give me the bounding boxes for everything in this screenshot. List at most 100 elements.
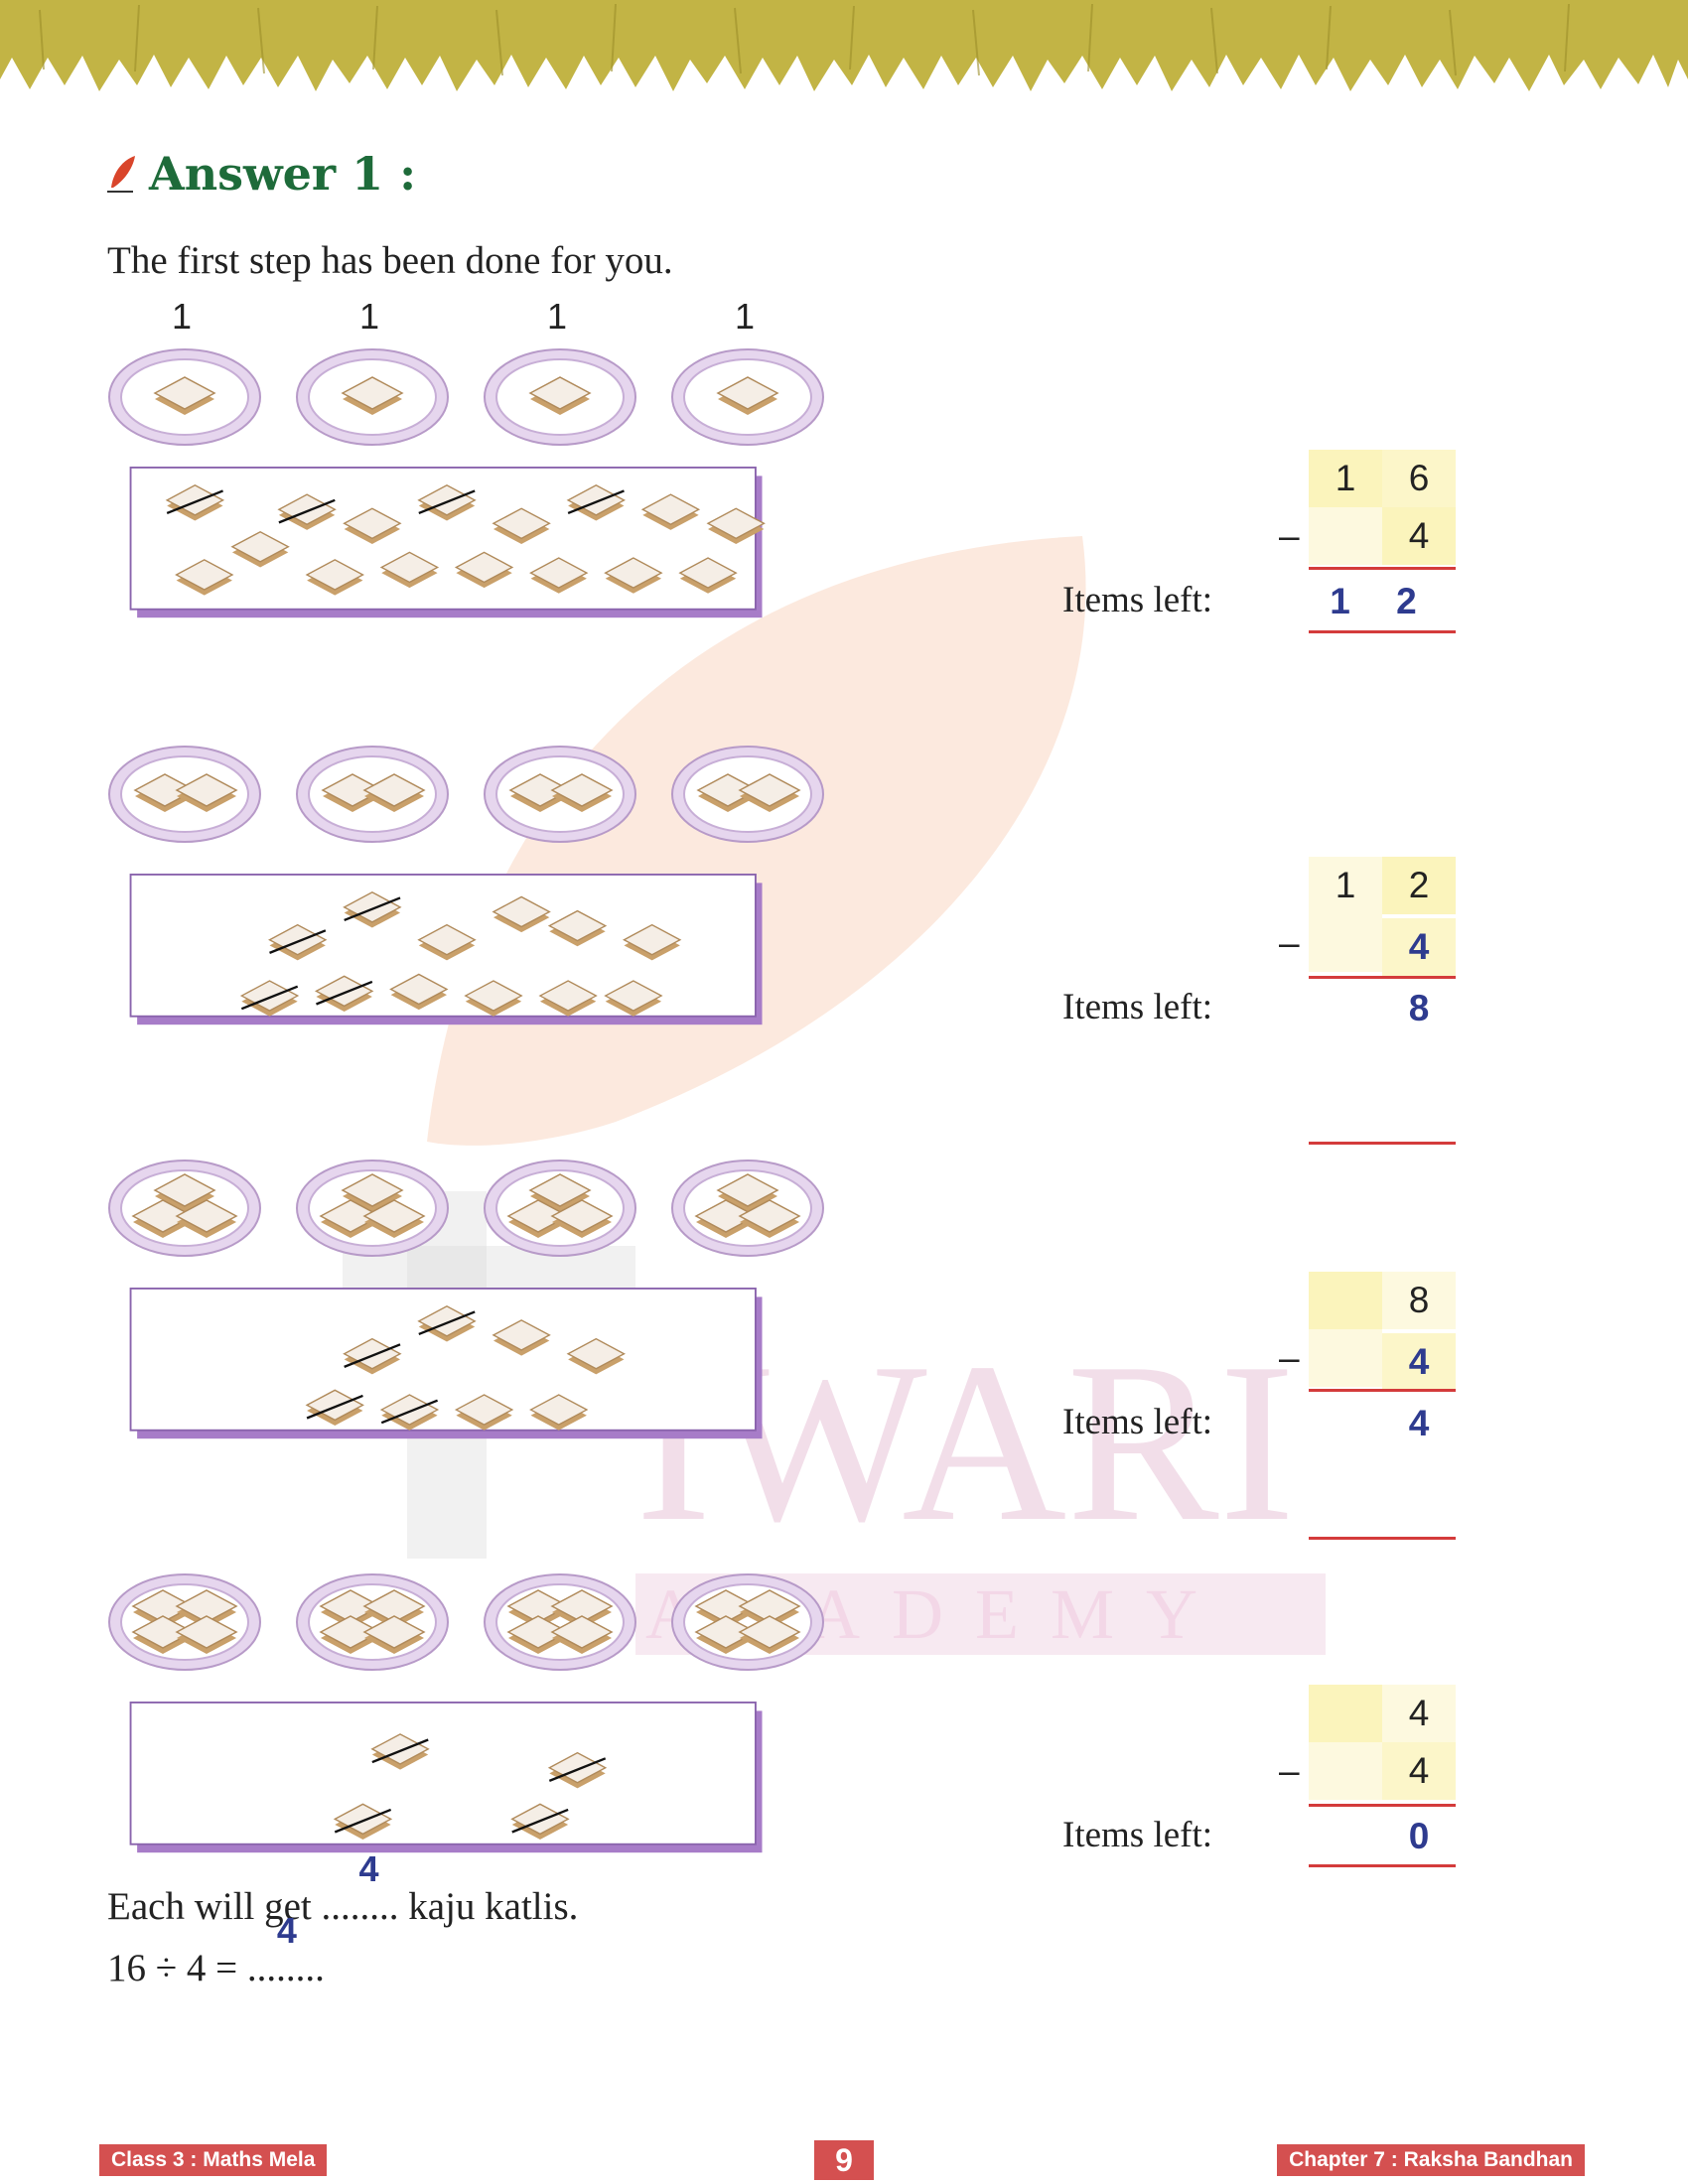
answer-blank: ........4 xyxy=(321,1848,399,1929)
kaju-katli-icon xyxy=(175,773,238,812)
katli-box xyxy=(129,467,766,618)
answer-value: 4 xyxy=(358,1848,379,1889)
kaju-katli-icon xyxy=(343,890,402,928)
digit-empty xyxy=(1309,914,1382,972)
intro-text: The first step has been done for you. xyxy=(107,239,673,282)
kaju-katli-icon xyxy=(333,1803,393,1841)
digit-tens xyxy=(1309,1272,1382,1329)
subtrahend: 4 xyxy=(1382,918,1456,976)
kaju-katli-icon xyxy=(622,923,682,961)
kaju-katli-icon xyxy=(389,973,449,1011)
plate-number: 1 xyxy=(358,296,380,337)
kaju-katli-icon xyxy=(131,1589,195,1628)
blank-dots: ........ xyxy=(321,1885,399,1928)
digit-ones: 8 xyxy=(1382,1272,1456,1329)
divider-line xyxy=(1309,630,1456,633)
kaju-katli-icon xyxy=(510,1803,570,1841)
minus-sign: – xyxy=(1279,1337,1300,1378)
kaju-katli-icon xyxy=(319,1199,382,1238)
subtrahend: 4 xyxy=(1382,1742,1456,1800)
kaju-katli-icon xyxy=(230,530,290,568)
kaju-katli-icon xyxy=(506,1589,570,1628)
digit-empty xyxy=(1309,1329,1382,1387)
digit-ones: 4 xyxy=(1382,1685,1456,1742)
digit-tens: 1 xyxy=(1309,857,1382,914)
kaju-katli-icon xyxy=(538,980,598,1017)
digit-empty xyxy=(1309,507,1382,565)
kaju-katli-icon xyxy=(305,1389,364,1427)
subtrahend: 4 xyxy=(1382,507,1456,565)
digit-tens xyxy=(1309,1685,1382,1742)
kaju-katli-icon xyxy=(305,559,364,596)
divider-line xyxy=(1309,567,1456,570)
kaju-katli-icon xyxy=(694,1589,758,1628)
footer-chapter-label: Chapter 7 : Raksha Bandhan xyxy=(1277,2144,1585,2176)
answer-blank: ........4 xyxy=(246,1910,325,1990)
kaju-katli-icon xyxy=(362,1589,426,1628)
kaju-katli-icon xyxy=(362,773,426,812)
plate-number: 1 xyxy=(171,296,193,337)
items-left-value: 8 xyxy=(1408,988,1430,1028)
conclusion-text: Each will get xyxy=(107,1885,322,1928)
kaju-katli-icon xyxy=(314,975,374,1013)
grass-banner xyxy=(0,0,1688,91)
plates-row xyxy=(108,348,824,446)
plate-number: 1 xyxy=(546,296,568,337)
digit-ones: 2 xyxy=(1382,857,1456,914)
kaju-katli-icon xyxy=(604,980,663,1017)
footer-class-label: Class 3 : Maths Mela xyxy=(99,2144,328,2176)
kaju-katli-icon xyxy=(529,557,589,594)
items-left-label: Items left: xyxy=(1062,987,1213,1027)
kaju-katli-icon xyxy=(694,1615,758,1654)
items-left-label: Items left: xyxy=(1062,1402,1213,1442)
divider-line xyxy=(1309,1142,1456,1145)
divider-line xyxy=(1309,1389,1456,1392)
plates-row xyxy=(108,1573,824,1671)
plate xyxy=(108,1573,261,1671)
divider-line xyxy=(1309,1804,1456,1807)
page-number: 9 xyxy=(814,2140,874,2180)
kaju-katli-icon xyxy=(550,1199,614,1238)
kaju-katli-icon xyxy=(738,1615,801,1654)
kaju-katli-icon xyxy=(277,493,337,530)
divider-line xyxy=(1309,1864,1456,1867)
kaju-katli-icon xyxy=(175,1589,238,1628)
kaju-katli-icon xyxy=(417,923,477,961)
items-left-label: Items left: xyxy=(1062,1815,1213,1855)
kaju-katli-icon xyxy=(550,773,614,812)
kaju-katli-icon xyxy=(319,1589,382,1628)
kaju-katli-icon xyxy=(175,1199,238,1238)
kaju-katli-icon xyxy=(694,1199,758,1238)
kaju-katli-icon xyxy=(738,773,801,812)
kaju-katli-icon xyxy=(492,1319,551,1356)
digit-tens: 1 xyxy=(1309,450,1382,507)
kaju-katli-icon xyxy=(738,1199,801,1238)
kaju-katli-icon xyxy=(738,1589,801,1628)
digit-ones: 6 xyxy=(1382,450,1456,507)
kaju-katli-icon xyxy=(343,507,402,544)
kaju-katli-icon xyxy=(566,483,626,521)
kaju-katli-icon xyxy=(550,1615,614,1654)
katli-box xyxy=(129,1702,763,1853)
kaju-katli-icon xyxy=(175,1615,238,1654)
kaju-katli-icon xyxy=(492,895,551,933)
kaju-katli-icon xyxy=(528,376,592,415)
kaju-katli-icon xyxy=(370,1733,430,1770)
items-left-label: Items left: xyxy=(1062,580,1213,620)
plate xyxy=(671,1573,824,1671)
kaju-katli-icon xyxy=(341,376,404,415)
conclusion-line-2: 16 ÷ 4 = ........4 xyxy=(107,1910,325,1990)
blank-dots: ........ xyxy=(246,1947,325,1989)
equation-text: 16 ÷ 4 = xyxy=(107,1947,247,1989)
kaju-katli-icon xyxy=(417,483,477,521)
items-left-value: 0 xyxy=(1408,1816,1430,1856)
conclusion-line-1: Each will get ........4 kaju katlis. xyxy=(107,1848,578,1929)
kaju-katli-icon xyxy=(153,376,216,415)
answer-heading: Answer 1 : xyxy=(103,147,416,201)
kaju-katli-icon xyxy=(706,507,766,544)
kaju-katli-icon xyxy=(131,1615,195,1654)
divider-line xyxy=(1309,976,1456,979)
kaju-katli-icon xyxy=(506,1615,570,1654)
minus-sign: – xyxy=(1279,922,1300,963)
kaju-katli-icon xyxy=(175,559,234,596)
